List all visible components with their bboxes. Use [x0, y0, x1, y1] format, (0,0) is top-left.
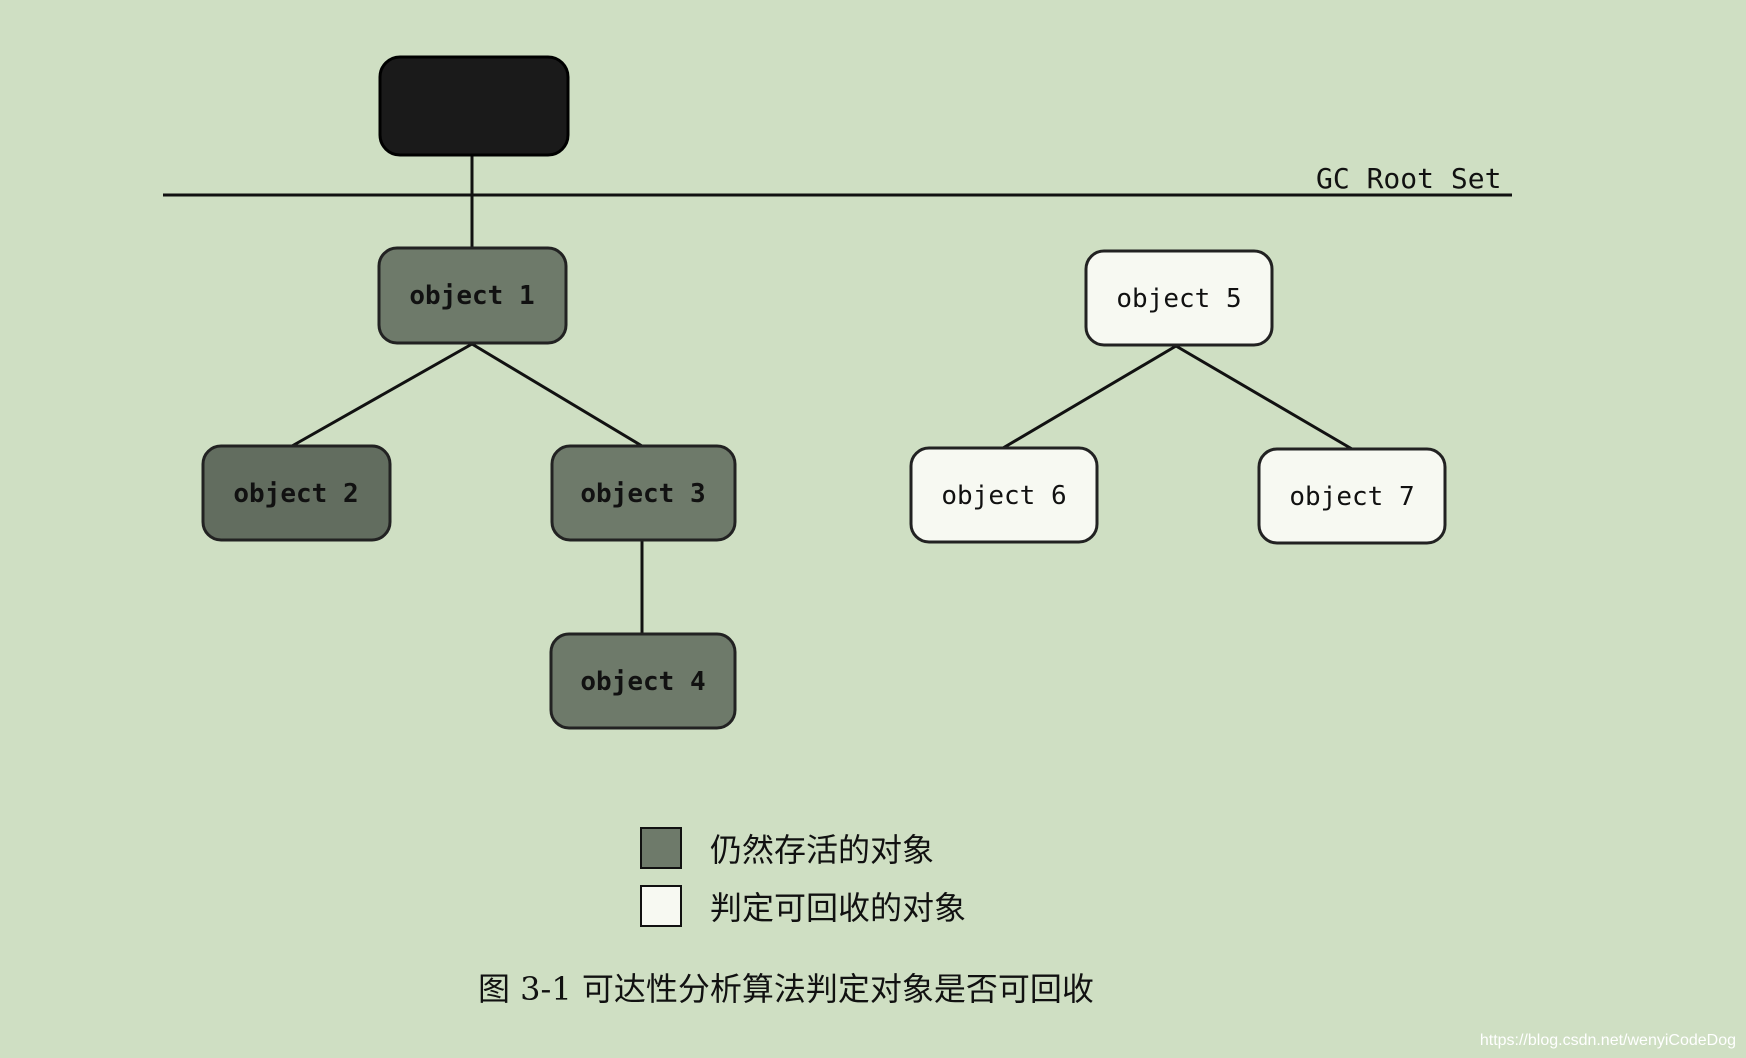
alive-swatch — [640, 827, 682, 869]
gc-root-set-label: GC Root Set — [1316, 162, 1502, 195]
object6-label: object 6 — [941, 481, 1066, 511]
watermark: https://blog.csdn.net/wenyiCodeDog — [1479, 1032, 1736, 1049]
legend-alive-label: 仍然存活的对象 — [710, 831, 935, 869]
legend: 仍然存活的对象 判定可回收的对象 — [640, 822, 966, 938]
object1-label: object 1 — [409, 281, 534, 311]
object7-label: object 7 — [1289, 482, 1414, 512]
node-object5: object 5 — [1084, 249, 1274, 347]
figure-caption: 图 3-1 可达性分析算法判定对象是否可回收 — [478, 970, 1094, 1008]
node-object2: object 2 — [201, 444, 392, 542]
object4-label: object 4 — [580, 667, 705, 697]
gc-root-node — [378, 55, 570, 157]
node-object7: object 7 — [1257, 447, 1447, 545]
legend-collectable: 判定可回收的对象 — [640, 880, 966, 932]
node-object4: object 4 — [549, 632, 737, 730]
edge-object1-object2 — [291, 342, 473, 448]
collectable-swatch — [640, 885, 682, 927]
node-object6: object 6 — [909, 446, 1099, 544]
edge-object5-object7 — [1175, 344, 1353, 451]
legend-collectable-label: 判定可回收的对象 — [710, 889, 967, 927]
object2-label: object 2 — [233, 479, 358, 509]
edge-object5-object6 — [1002, 344, 1177, 450]
object3-label: object 3 — [580, 479, 705, 509]
legend-alive: 仍然存活的对象 — [640, 822, 966, 874]
edge-object1-object3 — [471, 342, 643, 448]
node-object1: object 1 — [377, 246, 568, 345]
object5-label: object 5 — [1116, 284, 1241, 314]
node-object3: object 3 — [550, 444, 737, 542]
